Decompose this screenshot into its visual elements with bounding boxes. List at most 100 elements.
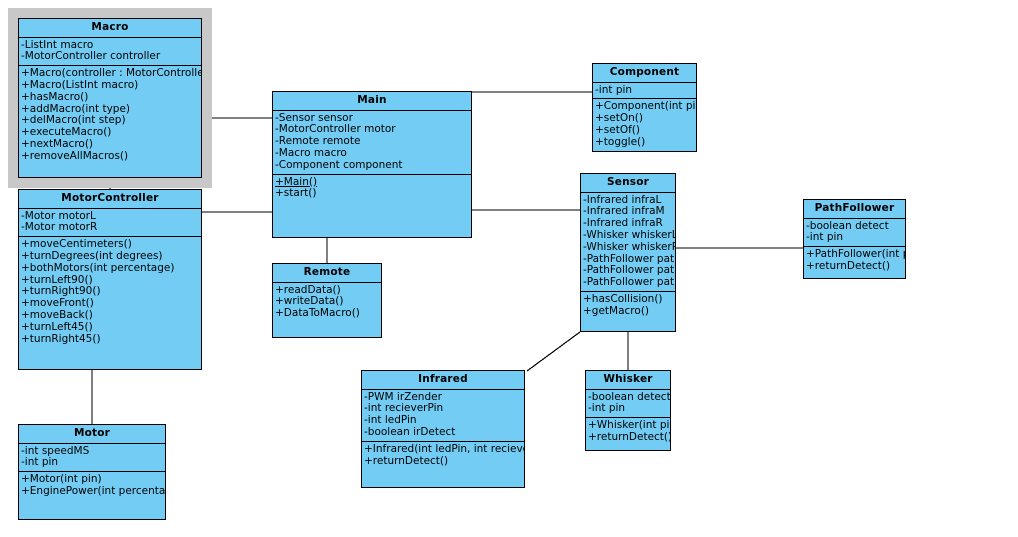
operation-row: +hasCollision()	[583, 292, 663, 305]
attributes-compartment-main: -Sensor sensor-MotorController motor-Rem…	[273, 111, 471, 175]
attribute-row: -int pin	[806, 231, 844, 244]
class-box-macro[interactable]: Macro-ListInt macro-MotorController cont…	[18, 18, 202, 178]
operation-row: +addMacro(int type)	[21, 102, 131, 115]
operation-row: +getMacro()	[583, 304, 650, 317]
attributes-compartment-motorcontroller: -Motor motorL-Motor motorR	[19, 209, 201, 238]
operation-row: +setOf()	[595, 123, 640, 136]
attribute-row: -int recieverPin	[364, 402, 444, 415]
operation-row: +Motor(int pin)	[21, 473, 102, 486]
attribute-row: -PathFollower pathR	[583, 276, 675, 289]
class-name-pathfollower: PathFollower	[804, 200, 905, 219]
operation-row: +EnginePower(int percentage)	[21, 484, 166, 497]
operation-row: +moveBack()	[21, 308, 93, 321]
operation-row: +start()	[275, 187, 317, 200]
attribute-row: -Infrared infraL	[583, 193, 662, 206]
operation-row: +Macro(ListInt macro)	[21, 78, 139, 91]
class-name-motor: Motor	[19, 425, 165, 444]
operation-row: +Main()	[275, 175, 318, 188]
class-box-pathfollower[interactable]: PathFollower-boolean detect-int pin+Path…	[803, 199, 906, 279]
operation-row: +returnDetect()	[364, 454, 449, 467]
operations-compartment-sensor: +hasCollision()+getMacro()	[581, 292, 675, 331]
operations-compartment-motor: +Motor(int pin)+EnginePower(int percenta…	[19, 472, 165, 519]
class-box-motor[interactable]: Motor-int speedMS-int pin+Motor(int pin)…	[18, 424, 166, 520]
operation-row: +executeMacro()	[21, 126, 112, 139]
class-box-motorcontroller[interactable]: MotorController-Motor motorL-Motor motor…	[18, 189, 202, 370]
attribute-row: -int speedMS	[21, 444, 90, 457]
class-name-main: Main	[273, 92, 471, 111]
class-box-infrared[interactable]: Infrared-PWM irZender-int recieverPin-in…	[361, 370, 525, 488]
operations-compartment-motorcontroller: +moveCentimeters()+turnDegrees(int degre…	[19, 237, 201, 369]
class-name-remote: Remote	[273, 264, 381, 283]
operation-row: +nextMacro()	[21, 137, 94, 150]
class-name-sensor: Sensor	[581, 174, 675, 193]
attribute-row: -Remote remote	[275, 135, 361, 148]
attribute-row: -Motor motorL	[21, 209, 96, 222]
class-box-main[interactable]: Main-Sensor sensor-MotorController motor…	[272, 91, 472, 238]
class-name-macro: Macro	[19, 19, 201, 38]
class-box-remote[interactable]: Remote+readData()+writeData()+DataToMacr…	[272, 263, 382, 338]
operations-compartment-remote: +readData()+writeData()+DataToMacro()	[273, 283, 381, 337]
attribute-row: -boolean detect	[806, 219, 889, 232]
operation-row: +delMacro(int step)	[21, 114, 126, 127]
class-name-component: Component	[593, 64, 696, 83]
operations-compartment-macro: +Macro(controller : MotorController)+Mac…	[19, 66, 201, 177]
operation-row: +writeData()	[275, 295, 344, 308]
attribute-row: -int pin	[21, 456, 59, 469]
attribute-row: -boolean irDetect	[364, 425, 456, 438]
operation-row: +moveFront()	[21, 297, 94, 310]
attribute-row: -int pin	[595, 83, 633, 96]
operation-row: +removeAllMacros()	[21, 149, 129, 162]
attributes-compartment-motor: -int speedMS-int pin	[19, 444, 165, 473]
operation-row: +turnLeft90()	[21, 273, 93, 286]
operation-row: +Component(int pin)	[595, 100, 697, 113]
operation-row: +Macro(controller : MotorController)	[21, 67, 202, 80]
attribute-row: -boolean detect	[588, 390, 671, 403]
operation-row: +setOn()	[595, 112, 643, 125]
operations-compartment-component: +Component(int pin)+setOn()+setOf()+togg…	[593, 99, 696, 151]
class-box-sensor[interactable]: Sensor-Infrared infraL-Infrared infraM-I…	[580, 173, 676, 332]
attribute-row: -Whisker whiskerL	[583, 228, 676, 241]
operation-row: +returnDetect()	[806, 259, 891, 272]
attribute-row: -PWM irZender	[364, 390, 442, 403]
operation-row: +turnRight90()	[21, 285, 101, 298]
attribute-row: -int pin	[588, 402, 626, 415]
attribute-row: -Infrared infraR	[583, 217, 663, 230]
attribute-row: -Macro macro	[275, 146, 347, 159]
operations-compartment-pathfollower: +PathFollower(int pin)+returnDetect()	[804, 247, 905, 278]
attributes-compartment-infrared: -PWM irZender-int recieverPin-int ledPin…	[362, 390, 524, 442]
attributes-compartment-whisker: -boolean detect-int pin	[586, 390, 670, 419]
class-box-component[interactable]: Component-int pin+Component(int pin)+set…	[592, 63, 697, 152]
class-name-whisker: Whisker	[586, 371, 670, 390]
operation-row: +Infrared(int ledPin, int recieverPin)	[364, 442, 524, 455]
attributes-compartment-pathfollower: -boolean detect-int pin	[804, 219, 905, 248]
attributes-compartment-component: -int pin	[593, 83, 696, 100]
operation-row: +readData()	[275, 283, 341, 296]
operation-row: +hasMacro()	[21, 90, 89, 103]
attributes-compartment-macro: -ListInt macro-MotorController controlle…	[19, 38, 201, 67]
attribute-row: -Infrared infraM	[583, 205, 665, 218]
attribute-row: -Whisker whiskerR	[583, 240, 676, 253]
attribute-row: -Motor motorR	[21, 221, 98, 234]
operation-row: +DataToMacro()	[275, 307, 360, 320]
class-name-infrared: Infrared	[362, 371, 524, 390]
attribute-row: -MotorController controller	[21, 50, 161, 63]
operations-compartment-main: +Main()+start()	[273, 175, 471, 237]
operation-row: +turnRight45()	[21, 332, 101, 345]
connector-sensor-infrared[interactable]	[526, 331, 581, 372]
operation-row: +moveCentimeters()	[21, 238, 132, 251]
operation-row: +turnDegrees(int degrees)	[21, 249, 163, 262]
operation-row: +bothMotors(int percentage)	[21, 261, 175, 274]
class-name-motorcontroller: MotorController	[19, 190, 201, 209]
attribute-row: -ListInt macro	[21, 38, 94, 51]
attribute-row: -Sensor sensor	[275, 111, 353, 124]
operation-row: +toggle()	[595, 135, 646, 148]
attribute-row: -PathFollower pathL	[583, 252, 675, 265]
attribute-row: -PathFollower pathM	[583, 264, 675, 277]
operation-row: +turnLeft45()	[21, 320, 93, 333]
attributes-compartment-sensor: -Infrared infraL-Infrared infraM-Infrare…	[581, 193, 675, 292]
class-box-whisker[interactable]: Whisker-boolean detect-int pin+Whisker(i…	[585, 370, 671, 451]
attribute-row: -int ledPin	[364, 414, 417, 427]
operations-compartment-infrared: +Infrared(int ledPin, int recieverPin)+r…	[362, 442, 524, 487]
operations-compartment-whisker: +Whisker(int pin)+returnDetect()	[586, 418, 670, 450]
